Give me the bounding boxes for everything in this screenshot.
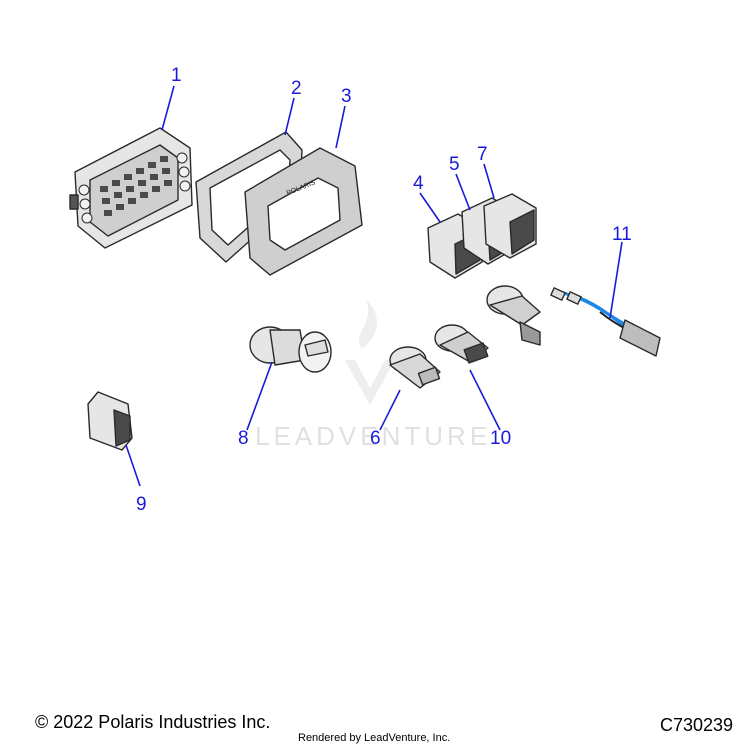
- callout-3: 3: [341, 86, 352, 107]
- part-rocker-switch-7: [483, 193, 537, 259]
- part-usb-socket: [434, 324, 489, 364]
- part-bracket: POLARIS: [244, 147, 363, 276]
- callout-9: 9: [136, 494, 147, 515]
- part-rocker-switch-9: [87, 391, 133, 451]
- callout-5: 5: [449, 154, 460, 175]
- callout-labels: 1 2 3 4 5 6 7 8 9 10 11: [136, 65, 632, 515]
- callout-11: 11: [612, 224, 632, 245]
- part-wire-harness: [550, 287, 661, 357]
- diagram-code: C730239: [660, 715, 734, 735]
- rendered-by-text: Rendered by LeadVenture, Inc.: [298, 732, 451, 744]
- callout-4: 4: [413, 173, 424, 194]
- callout-10: 10: [490, 428, 511, 449]
- part-power-outlet: [389, 346, 441, 389]
- part-display-unit: [69, 127, 193, 249]
- leader-lines: [125, 85, 623, 487]
- part-ignition-switch: [249, 326, 332, 373]
- callout-2: 2: [291, 78, 302, 99]
- part-power-socket-upper: [486, 285, 541, 346]
- copyright-text: © 2022 Polaris Industries Inc.: [35, 712, 271, 732]
- callout-7: 7: [477, 144, 488, 165]
- callout-6: 6: [370, 428, 381, 449]
- callout-1: 1: [171, 65, 182, 86]
- callout-8: 8: [238, 428, 249, 449]
- watermark: LEADVENTURE: [255, 300, 491, 451]
- watermark-text: LEADVENTURE: [255, 421, 491, 451]
